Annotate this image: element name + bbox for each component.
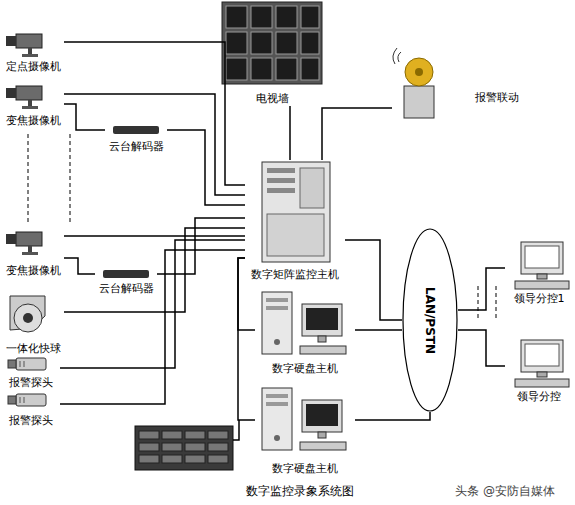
cable-line [64, 42, 245, 185]
alarm-probe: 报警探头 [2, 356, 60, 390]
matrix-host: 数字矩阵监控主机 [245, 160, 345, 282]
tv-wall: 电视墙 [218, 0, 326, 106]
remote-client: 领导分控1 [505, 240, 573, 306]
network-cloud: LAN/PSTN [402, 228, 458, 412]
node-label: 一体化快球 [5, 342, 62, 355]
speed-dome: 一体化快球 [2, 292, 64, 356]
cable-line [64, 94, 245, 195]
node-label: 领导分控 [516, 390, 562, 403]
cable-line [64, 235, 245, 237]
node-label: LAN/PSTN [424, 285, 437, 354]
zoom-camera: 变焦摄像机 [2, 80, 64, 128]
alarm-linkage: 报警联动 [392, 50, 522, 124]
cable-line [458, 330, 505, 366]
cable-line [60, 250, 245, 404]
node-label: 报警探头 [8, 414, 54, 427]
dvr-host: 数字硬盘主机 [255, 288, 355, 376]
node-label: 云台解码器 [98, 282, 155, 295]
cable-line [64, 104, 105, 130]
cable-line [238, 258, 255, 420]
cable-line [355, 329, 402, 331]
ptz-decoder: 云台解码器 [95, 268, 157, 296]
watermark: 头条 @安防自媒体 [455, 484, 555, 498]
dvr-host: 数字硬盘主机 [255, 384, 355, 476]
node-label: 数字硬盘主机 [271, 362, 339, 375]
caption: 数字监控录象系统图 [246, 484, 354, 498]
node-label: 数字硬盘主机 [271, 462, 339, 475]
node-label: 电视墙 [255, 92, 290, 105]
cable-line [458, 268, 505, 310]
node-label: 领导分控1 [513, 292, 566, 305]
cable-line [64, 258, 95, 274]
node-label: 定点摄像机 [5, 60, 62, 73]
node-label: 数字矩阵监控主机 [250, 268, 340, 281]
node-label: 变焦摄像机 [5, 264, 62, 277]
cable-line [289, 106, 291, 160]
remote-client: 领导分控 [505, 338, 573, 404]
fixed-camera: 定点摄像机 [2, 28, 64, 74]
node-label: 变焦摄像机 [5, 114, 62, 127]
alarm-probe: 报警探头 [2, 392, 60, 428]
ptz-decoder: 云台解码器 [105, 124, 167, 154]
node-label: 报警联动 [474, 91, 520, 104]
node-label: 报警探头 [8, 376, 54, 389]
node-label: 云台解码器 [108, 140, 165, 153]
cable-line [167, 130, 245, 205]
cable-line [355, 412, 430, 420]
cable-line [345, 240, 402, 320]
cable-line [322, 108, 392, 160]
zoom-camera: 变焦摄像机 [2, 226, 64, 278]
cable-line [157, 218, 245, 274]
cable-line [60, 240, 245, 368]
